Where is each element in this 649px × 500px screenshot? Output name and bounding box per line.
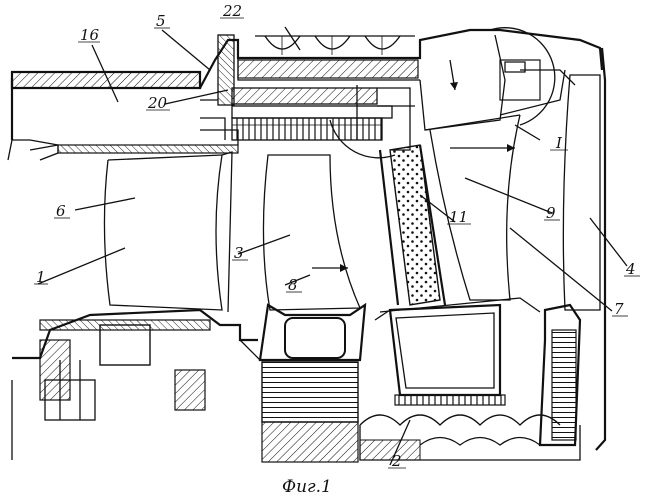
lower-structure bbox=[12, 310, 258, 460]
disc-root bbox=[240, 305, 365, 462]
label-4: 4 bbox=[625, 260, 636, 278]
label-2: 2 bbox=[391, 452, 402, 470]
label-6: 6 bbox=[56, 202, 66, 220]
label-3: 3 bbox=[234, 244, 244, 262]
label-22: 22 bbox=[222, 2, 242, 20]
vane-4 bbox=[563, 75, 600, 310]
vane-platform bbox=[375, 298, 540, 405]
blade-3 bbox=[263, 155, 360, 310]
right-disc bbox=[540, 305, 580, 445]
blade-1 bbox=[104, 152, 232, 312]
label-7: 7 bbox=[614, 300, 624, 318]
label-11: 11 bbox=[449, 208, 468, 226]
label-8: 8 bbox=[288, 276, 298, 294]
casing-bosses bbox=[255, 36, 415, 55]
figure-caption: Фиг.1 bbox=[282, 477, 332, 497]
label-I: I bbox=[555, 134, 563, 152]
label-9: 9 bbox=[546, 204, 556, 222]
label-16: 16 bbox=[80, 26, 100, 44]
label-20: 20 bbox=[147, 94, 168, 112]
flange-pipe bbox=[200, 35, 234, 140]
label-1: 1 bbox=[36, 268, 46, 286]
perforated-insert bbox=[380, 145, 445, 305]
rod-assembly bbox=[232, 85, 415, 150]
vane-9 bbox=[420, 35, 575, 300]
label-5: 5 bbox=[156, 12, 166, 30]
